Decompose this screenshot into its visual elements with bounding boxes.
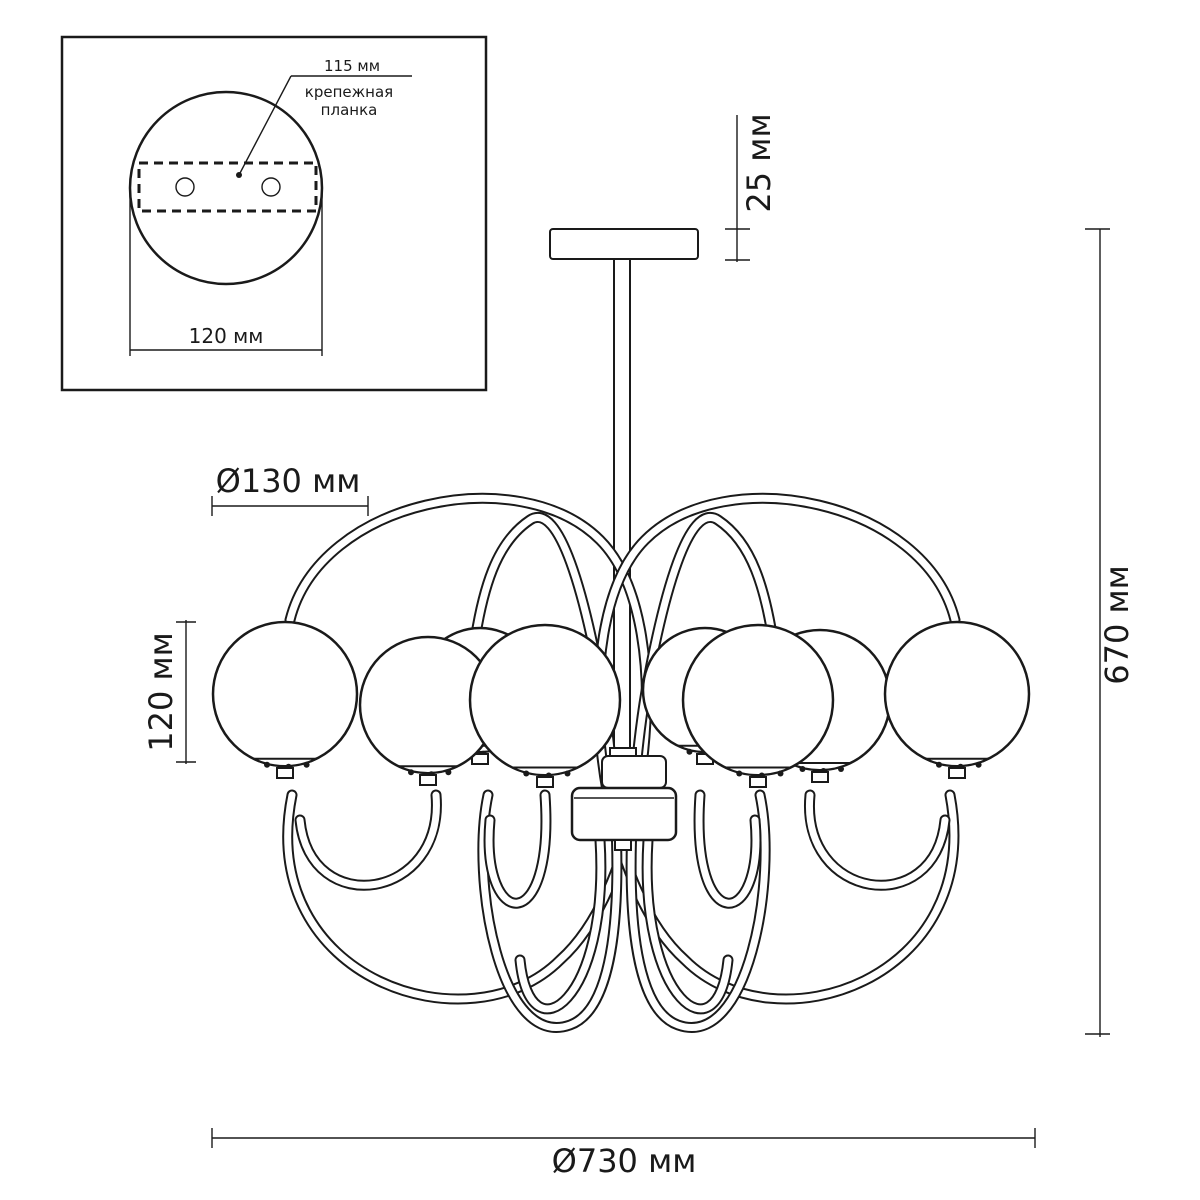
cap-dot [408,769,414,776]
shade-socket [471,753,489,765]
globe-shade [883,620,1031,779]
globe-shade [358,635,498,786]
bracket-label-line2: планка [321,101,378,119]
globe-glass [883,620,1031,768]
shade-socket [749,776,767,788]
cap-dot [799,766,806,772]
bracket-label-line1: крепежная [305,83,393,101]
shade-socket [948,767,966,779]
cap-dot [303,761,310,768]
mounting-hole-left [175,177,195,197]
cap-dot [264,761,270,768]
mounting-hole-right [261,177,281,197]
central-hub [570,747,678,851]
canopy-height-label: 25 мм [740,113,778,212]
bracket-leader-line [238,75,292,176]
globe-shade [468,623,622,788]
shade-socket [276,767,294,779]
globe-shade [211,620,359,779]
globe-glass [211,620,359,768]
cap-dot [445,769,452,776]
overall-diameter-label: Ø730 мм [552,1142,697,1180]
hub-body [570,786,678,842]
canopy-diameter-label: 120 мм [189,324,264,348]
overall-diameter-dimension: Ø730 мм [211,1128,1036,1180]
cap-dot [736,770,743,777]
ceiling-canopy [549,228,699,260]
inset-frame [60,35,488,392]
shade-socket [419,774,437,786]
shade-socket [811,771,829,783]
canopy-height-dimension: 25 мм [725,113,778,262]
shade-socket [536,776,554,788]
cap-dot [777,770,784,777]
canopy-detail-inset: 115 мм крепежная планка 120 мм [60,35,488,392]
globe-glass [681,623,835,777]
cap-dot [686,748,693,755]
globe-shade [681,623,835,788]
hub-finial [614,839,632,851]
globe-glass [468,623,622,777]
cap-dot [523,770,530,777]
overall-height-dimension: 670 мм [1085,228,1136,1037]
cap-dot [564,770,571,777]
canopy-plate-circle [128,90,324,286]
shade-height-dimension: 120 мм [142,620,196,764]
globe-shades [211,620,1031,788]
canopy-and-stem [549,228,699,752]
shade-diameter-label: Ø130 мм [216,462,361,500]
cap-dot [936,761,942,768]
cap-dot [838,766,844,772]
cap-dot [975,761,982,768]
overall-height-label: 670 мм [1098,565,1136,685]
plate-width-label: 115 мм [324,57,380,75]
hub-upper [601,755,667,789]
shade-diameter-dimension: Ø130 мм [211,462,369,516]
shade-height-label: 120 мм [142,632,180,752]
mounting-bracket-dashed [137,161,318,213]
